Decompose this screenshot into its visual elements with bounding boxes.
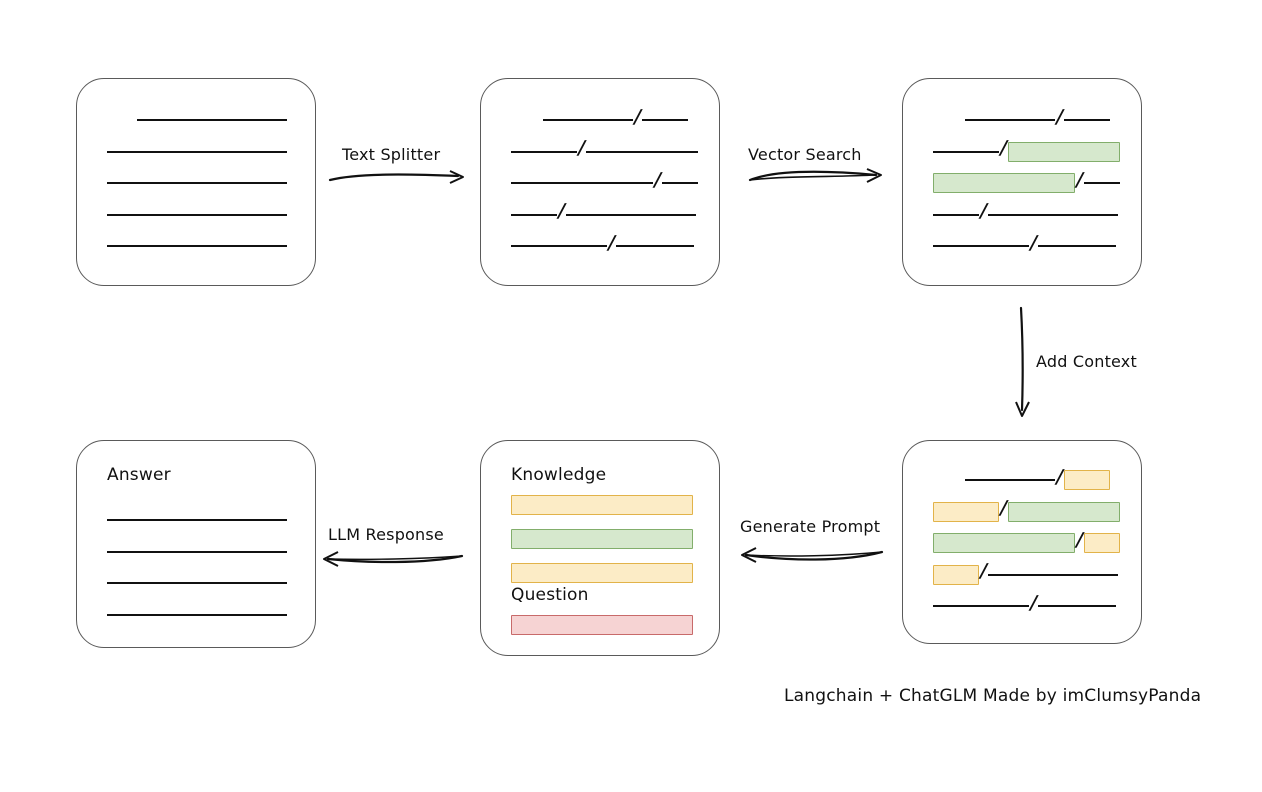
text-line-row: /	[933, 466, 1141, 490]
text-segment	[1083, 182, 1120, 184]
split-slash-icon: /	[555, 200, 568, 222]
text-segment	[987, 213, 1118, 216]
text-line-row: /	[933, 497, 1141, 522]
question-bar-1[interactable]	[511, 615, 693, 635]
answer-text-line	[107, 613, 287, 616]
text-segment	[615, 245, 694, 247]
highlight-chip-green[interactable]	[933, 533, 1075, 553]
split-slash-icon: /	[1027, 591, 1040, 614]
text-segment	[933, 213, 979, 216]
arrow-vector-search	[748, 168, 882, 183]
source-document-card[interactable]	[76, 78, 316, 286]
text-segment	[511, 182, 653, 184]
question-heading: Question	[511, 585, 589, 605]
answer-text-line	[107, 550, 287, 553]
arrow-llm-response	[323, 551, 464, 567]
text-line-row: /	[511, 169, 719, 191]
text-segment	[1037, 605, 1116, 607]
arrow-label-llm-response: LLM Response	[328, 525, 444, 544]
highlight-chip-green[interactable]	[1007, 141, 1120, 162]
arrow-label-vector-search: Vector Search	[748, 145, 862, 164]
text-line-row: /	[933, 169, 1141, 193]
text-segment	[965, 479, 1055, 481]
text-segment	[933, 605, 1029, 607]
text-line-row	[107, 239, 315, 253]
split-slash-icon: /	[1053, 105, 1066, 128]
answer-heading: Answer	[107, 465, 171, 485]
text-line-row: /	[933, 137, 1141, 162]
text-segment	[933, 245, 1029, 247]
split-slash-icon: /	[575, 137, 588, 159]
text-line-row: /	[511, 200, 719, 222]
split-slash-icon: /	[651, 168, 664, 191]
arrow-label-add-context: Add Context	[1036, 352, 1137, 371]
highlight-chip-green[interactable]	[1007, 501, 1120, 522]
text-line-row: /	[933, 232, 1141, 254]
text-segment	[987, 573, 1118, 576]
text-segment	[565, 213, 696, 216]
text-line-row	[107, 145, 315, 159]
arrow-add-context	[1015, 306, 1030, 417]
text-segment	[543, 119, 633, 121]
highlight-chip-yellow[interactable]	[933, 564, 979, 585]
knowledge-heading: Knowledge	[511, 465, 607, 485]
answer-text-line	[107, 582, 287, 584]
text-line-row	[107, 208, 315, 222]
split-slash-icon: /	[605, 231, 618, 254]
text-segment	[107, 150, 287, 153]
text-segment	[1063, 119, 1110, 121]
text-segment	[107, 213, 287, 216]
text-line-row: /	[511, 137, 719, 159]
arrow-label-generate-prompt: Generate Prompt	[740, 517, 881, 536]
text-line-row: /	[933, 529, 1141, 553]
answer-card[interactable]: Answer	[76, 440, 316, 648]
text-line-row: /	[933, 106, 1141, 128]
highlight-chip-green[interactable]	[933, 173, 1075, 193]
text-segment	[511, 245, 607, 247]
text-line-row: /	[511, 106, 719, 128]
text-segment	[107, 245, 287, 247]
text-segment	[965, 119, 1055, 121]
knowledge-bar-3[interactable]	[511, 563, 693, 583]
text-segment	[641, 119, 688, 121]
split-slash-icon: /	[631, 105, 644, 128]
knowledge-bar-1[interactable]	[511, 495, 693, 515]
split-slash-icon: /	[977, 200, 990, 222]
matched-document-card[interactable]: / / / / /	[902, 78, 1142, 286]
highlight-chip-yellow[interactable]	[1083, 533, 1120, 553]
split-document-card[interactable]: / / / / /	[480, 78, 720, 286]
text-segment	[107, 182, 287, 184]
arrow-label-text-splitter: Text Splitter	[342, 145, 441, 164]
split-slash-icon: /	[1027, 231, 1040, 254]
text-line-row	[107, 113, 315, 127]
answer-text-line	[107, 519, 287, 521]
arrow-text-splitter	[328, 170, 464, 184]
text-line-row: /	[511, 232, 719, 254]
highlight-chip-yellow[interactable]	[1063, 470, 1110, 490]
text-line-row: /	[933, 200, 1141, 222]
text-line-row: /	[933, 592, 1141, 614]
text-segment	[511, 213, 557, 216]
arrow-generate-prompt	[741, 547, 884, 563]
text-segment	[511, 150, 577, 153]
text-segment	[1037, 245, 1116, 247]
text-segment	[661, 182, 698, 184]
highlight-chip-yellow[interactable]	[933, 501, 999, 522]
text-segment	[137, 119, 287, 121]
knowledge-bar-2[interactable]	[511, 529, 693, 549]
context-document-card[interactable]: / / / / /	[902, 440, 1142, 644]
text-segment	[585, 150, 698, 153]
text-line-row	[107, 176, 315, 190]
text-line-row: /	[933, 560, 1141, 585]
text-segment	[933, 150, 999, 153]
footer-credit: Langchain + ChatGLM Made by imClumsyPand…	[784, 686, 1202, 706]
prompt-card[interactable]: Knowledge Question	[480, 440, 720, 656]
